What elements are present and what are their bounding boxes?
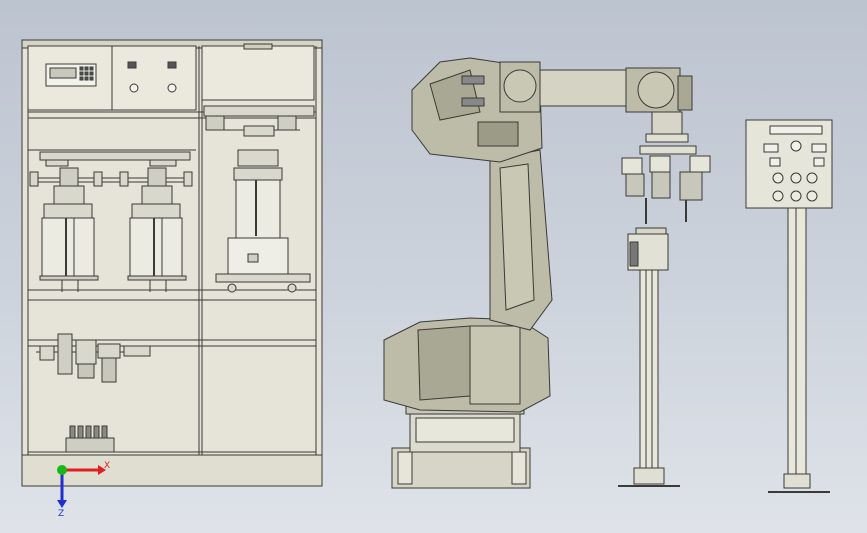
dispensing-cabinet — [21, 39, 323, 487]
pressure-tank-2 — [127, 167, 187, 292]
cabinet-control-panel — [45, 61, 177, 93]
coordinate-triad-icon: X Z — [57, 461, 110, 519]
pressure-tank-1 — [39, 167, 99, 292]
triad-x-label: X — [104, 461, 110, 471]
terminal-block — [65, 425, 115, 453]
dispensing-valve-head — [621, 145, 711, 224]
industrial-robot — [383, 57, 693, 489]
air-filter-regulator — [36, 333, 151, 383]
triad-z-label: Z — [58, 509, 64, 519]
nozzle-cleaning-stand — [618, 227, 680, 487]
operator-console — [745, 119, 833, 493]
right-tank-module — [203, 105, 315, 293]
